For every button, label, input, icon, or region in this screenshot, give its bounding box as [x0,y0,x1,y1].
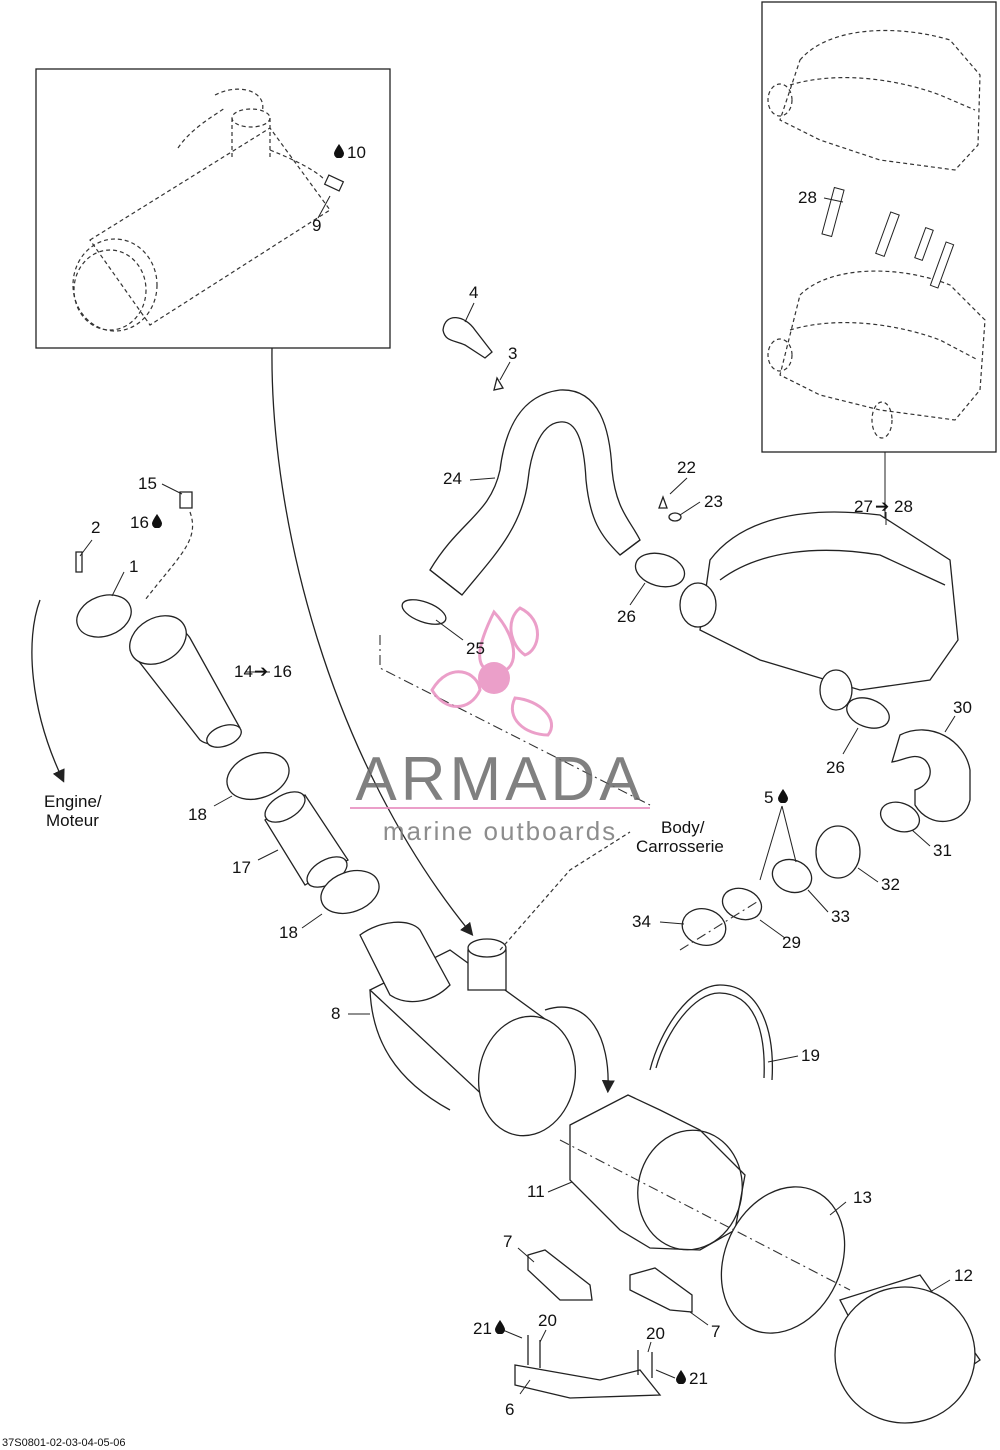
label-part-12: 12 [954,1266,973,1285]
label-part-24: 24 [443,469,462,488]
label-part-5: 5 [764,788,773,807]
screw-22 [658,495,668,509]
screw-3 [493,376,505,391]
label-part-15: 15 [138,474,157,493]
washer-23 [668,512,682,522]
muffler-inset-box [35,68,391,349]
strap-4 [442,316,493,359]
clamp-26-upper [634,552,686,588]
label-part-3: 3 [508,344,517,363]
ring-13 [720,1186,846,1334]
screws-20-left [527,1335,541,1368]
label-part-27: 27 [854,497,873,516]
label-part-28: 28 [798,188,817,207]
drop-icon-21b [676,1370,686,1384]
drop-icon-21a [495,1320,505,1334]
label-part-25: 25 [466,639,485,658]
plate-6 [514,1364,662,1399]
silencer-27 [679,511,959,711]
gasket-33 [771,858,813,894]
label-part-29: 29 [782,933,801,952]
body-cover-11 [569,1094,746,1251]
label-part-9: 9 [312,216,321,235]
engine-note-line1: Engine/ [44,792,102,811]
exhaust-hose-24 [429,389,641,596]
label-part-18a: 18 [188,805,207,824]
watermark-tagline: marine outboards [383,816,617,846]
nipple-15 [179,491,193,509]
bracket-7-left [527,1249,593,1301]
right-arrow-icon: ➔ [875,497,889,516]
fitting-32 [815,825,861,879]
label-part-27-to: 28 [894,497,913,516]
clamp-18-upper [226,751,290,801]
label-part-26b: 26 [826,758,845,777]
label-part-33: 33 [831,907,850,926]
pin-2 [75,551,83,573]
label-part-16: 16 [130,513,149,532]
sensor-part-9 [323,174,345,192]
label-part-31: 31 [933,841,952,860]
label-part-22: 22 [677,458,696,477]
label-part-26a: 26 [617,607,636,626]
watermark-brand: ARMADA [355,745,644,814]
label-part-6: 6 [505,1400,514,1419]
label-part-30: 30 [953,698,972,717]
end-cap-12 [834,1274,981,1424]
body-note-line1: Body/ [661,818,705,837]
muffler-8 [359,921,577,1137]
label-part-21b: 21 [689,1369,708,1388]
gasket-29 [721,887,763,921]
leader-lines [79,197,956,1395]
label-part-10: 10 [347,143,366,162]
nut-34 [681,908,727,946]
screws-20-right [637,1350,653,1378]
label-part-7b: 7 [711,1322,720,1341]
bracket-7-right [629,1267,693,1313]
label-part-14: 14 [234,662,253,681]
label-part-4: 4 [469,283,478,302]
exhaust-pipe-14 [129,615,242,748]
label-part-2: 2 [91,518,100,537]
clamp-18-lower [320,869,380,915]
label-part-7a: 7 [503,1232,512,1251]
label-part-23: 23 [704,492,723,511]
label-part-17: 17 [232,858,251,877]
label-part-19: 19 [801,1046,820,1065]
label-part-18b: 18 [279,923,298,942]
clamp-25 [401,599,447,625]
body-note-line2: Carrosserie [636,837,724,856]
label-part-34: 34 [632,912,651,931]
hose-17 [264,791,349,888]
strap-19 [649,984,774,1081]
clamp-26-lower [846,697,890,729]
drop-icon-10 [334,144,344,158]
label-part-1: 1 [129,557,138,576]
label-part-32: 32 [881,875,900,894]
drop-icon-16 [152,514,162,528]
drop-icon-5 [778,789,788,803]
armada-watermark: ARMADA marine outboards [350,606,650,846]
label-part-8: 8 [331,1004,340,1023]
propeller-logo [430,606,554,737]
silencer-inset-box [761,1,997,453]
label-part-21a: 21 [473,1319,492,1338]
label-part-13: 13 [853,1188,872,1207]
clamp-31 [879,801,921,833]
right-arrow-icon: ➔ [254,662,268,681]
part-labels: 1 2 3 4 5 6 7 7 8 9 10 11 12 13 14 ➔ 16 … [2,143,973,1449]
clamp-1 [76,594,132,638]
engine-note-line2: Moteur [46,811,99,830]
label-part-20b: 20 [646,1324,665,1343]
label-part-11: 11 [527,1182,545,1201]
foam-strips-28 [821,186,955,289]
elbow-30 [891,729,971,822]
label-part-20a: 20 [538,1311,557,1330]
footer-code: 37S0801-02-03-04-05-06 [2,1437,126,1449]
label-part-14-to: 16 [273,662,292,681]
